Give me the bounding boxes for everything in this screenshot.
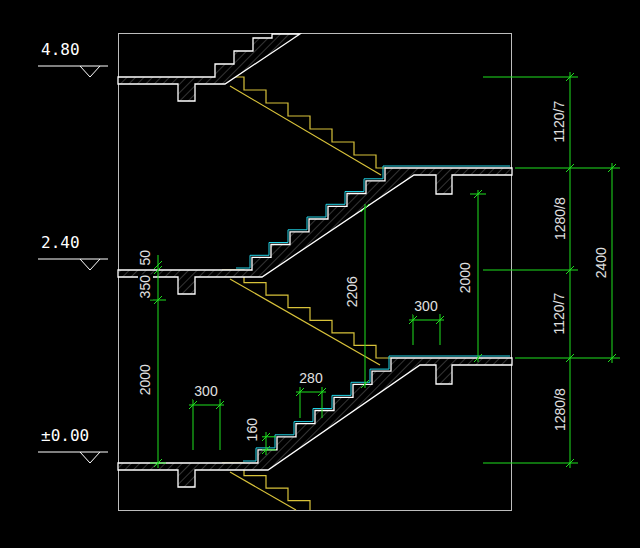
dimension-tick xyxy=(566,73,616,467)
dimension-text: 300 xyxy=(413,299,438,314)
dimension-tick xyxy=(262,433,270,454)
level-label: 2.40 xyxy=(40,234,81,252)
cut-section xyxy=(118,34,512,487)
dimension-line xyxy=(189,399,224,450)
stair-flight xyxy=(118,168,512,294)
dimension-tick xyxy=(189,401,224,409)
finish-line xyxy=(236,166,510,461)
dimension-text: 2400 xyxy=(594,246,609,279)
dimension-tick xyxy=(474,190,482,362)
dimension-text: 2000 xyxy=(138,363,153,396)
dimension-tick xyxy=(154,261,162,467)
dimension-text: 1280/8 xyxy=(552,388,567,433)
extension-line xyxy=(483,77,620,463)
dimension-line xyxy=(612,163,613,363)
stair-flight xyxy=(118,34,300,101)
dimension-text: 160 xyxy=(245,417,260,442)
dimension-tick xyxy=(361,204,369,388)
dimension-line xyxy=(150,72,620,468)
dimension-text: 1120/7 xyxy=(552,100,567,144)
dimension-line xyxy=(365,204,366,388)
step-profile xyxy=(222,270,391,358)
soffit-line xyxy=(230,472,296,510)
dimension-line xyxy=(296,386,326,418)
dimension-tick xyxy=(296,388,326,396)
dimension-text: 1120/7 xyxy=(552,292,567,336)
dimension-text: 2000 xyxy=(458,261,473,294)
level-symbol xyxy=(38,66,108,463)
dimension-tick xyxy=(409,316,444,324)
dimension-text: 300 xyxy=(193,384,218,399)
dimension-text: 2206 xyxy=(345,275,360,308)
level-symbol xyxy=(38,259,108,270)
level-label: ±0.00 xyxy=(40,427,90,445)
soffit-line xyxy=(230,86,381,175)
dimension-text: 1280/8 xyxy=(552,197,567,242)
level-label: 4.80 xyxy=(40,41,81,59)
dimension-line xyxy=(262,432,276,455)
step-profile xyxy=(222,77,386,168)
level-symbol xyxy=(38,66,108,77)
dimension-text: 50 xyxy=(138,249,153,267)
stair-flight xyxy=(118,358,512,487)
finish-line xyxy=(236,166,510,268)
frame xyxy=(119,34,512,511)
flight-beyond xyxy=(222,77,391,510)
dimension-text: 350 xyxy=(138,274,153,299)
dimension-line xyxy=(409,314,444,345)
finish-line xyxy=(243,356,510,461)
level-symbol xyxy=(38,452,108,463)
dimension-text: 280 xyxy=(298,371,323,386)
